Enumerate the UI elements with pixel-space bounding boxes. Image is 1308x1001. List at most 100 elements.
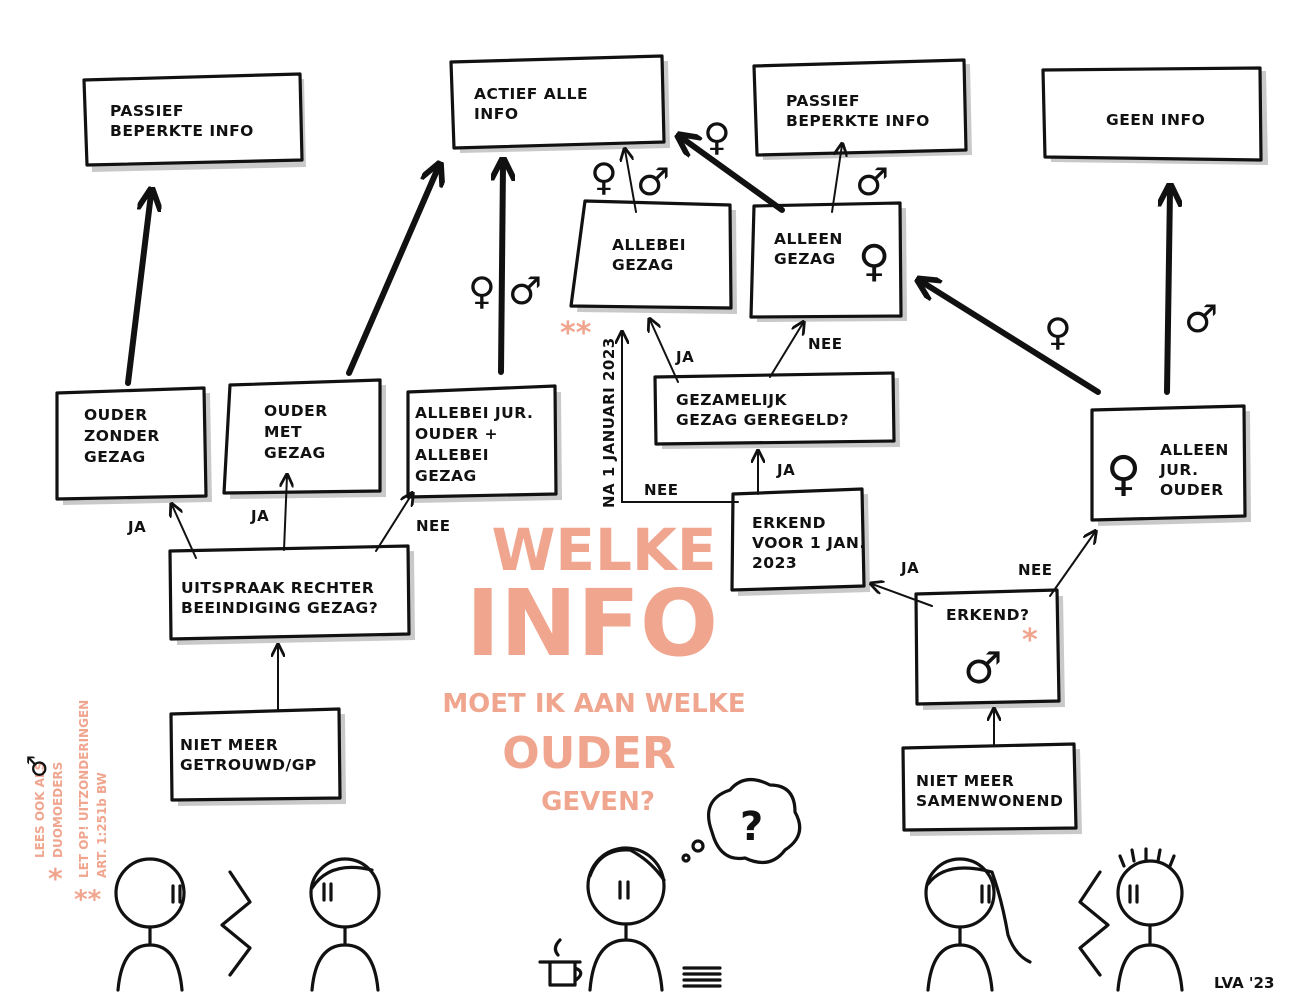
figure-left-woman: [309, 857, 381, 992]
figure-center-thinker: [538, 846, 722, 992]
box-gezamelijk-line2: GEZAG GEREGELD?: [676, 411, 849, 429]
footnote-asterisk-1: *: [48, 862, 63, 895]
male-icon: ♂: [508, 269, 542, 313]
title-line4: OUDER: [502, 728, 676, 779]
label-nee-erkend: NEE: [1018, 561, 1053, 579]
arrow-allebei-gezag-up: [625, 150, 637, 213]
box-ouder-met-line1: OUDER: [264, 402, 328, 420]
argue-zigzag-right: [1078, 870, 1110, 977]
signature: LVA '23: [1214, 974, 1274, 992]
label-nee-gezag: NEE: [808, 335, 843, 353]
arrow-alleen-gezag-up: [831, 145, 842, 213]
box-ouder-met-line2: MET: [264, 423, 302, 441]
box-niet-getrouwd-line1: NIET MEER: [180, 736, 278, 754]
box-niet-samenwonend: NIET MEER SAMENWONEND: [901, 742, 1082, 836]
arrow-uitspraak-ja-left: [172, 505, 197, 559]
single-asterisk: *: [1022, 623, 1038, 658]
argue-zigzag-left: [220, 870, 252, 977]
thin-arrows: [172, 145, 1095, 747]
male-icon: ♂: [636, 160, 670, 204]
label-nee-erkend-voor: NEE: [644, 481, 679, 499]
box-uitspraak-line2: BEEINDIGING GEZAG?: [181, 599, 378, 617]
double-asterisk: **: [560, 316, 592, 351]
female-icon: ♀: [1044, 310, 1072, 354]
male-icon: ♂: [855, 160, 889, 204]
figure-right-man: [1116, 847, 1184, 992]
box-ouder-zonder-line1: OUDER: [84, 406, 148, 424]
arrow-alleen-jur-to-alleen-gezag: [922, 282, 1101, 395]
box-alleen-jur-line1: ALLEEN: [1160, 441, 1229, 459]
footnote-2-line2: ART. 1:251b BW: [95, 772, 109, 878]
box-ouder-met-line3: GEZAG: [264, 444, 326, 462]
box-erkend-voor-line2: VOOR 1 JAN.: [752, 534, 866, 552]
title-line1: WELKE: [491, 516, 716, 584]
female-icon: ♀: [1106, 446, 1141, 502]
figure-left-man: [114, 857, 186, 992]
arrow-allebei-jur-to-actief: [501, 164, 503, 375]
box-gezamelijk-line1: GEZAMELIJK: [676, 391, 787, 409]
box-actief-line1: ACTIEF ALLE: [474, 85, 588, 103]
female-icon: ♀: [858, 236, 890, 287]
box-actief-line2: INFO: [474, 105, 519, 123]
label-date-vertical: NA 1 JANUARI 2023: [600, 337, 618, 508]
box-alleen-jur: ♀ ALLEEN JUR. OUDER: [1090, 404, 1251, 526]
box-allebei-gezag-line1: ALLEBEI: [612, 236, 686, 254]
label-ja-left: JA: [127, 518, 146, 536]
edge-labels: JA JA NEE JA NEE JA NEE JA NEE NA 1 JANU…: [127, 335, 1053, 579]
box-alleen-gezag-line1: ALLEEN: [774, 230, 843, 248]
box-niet-getrouwd: NIET MEER GETROUWD/GP: [169, 707, 346, 806]
question-mark-icon: ?: [740, 804, 763, 850]
box-ouder-zonder-line2: ZONDER: [84, 427, 160, 445]
box-alleen-gezag: ALLEEN GEZAG ♀: [749, 201, 907, 322]
box-geen-info-line1: GEEN INFO: [1106, 111, 1205, 129]
box-allebei-jur-line4: GEZAG: [415, 467, 477, 485]
gender-symbols: ♀ ♂ ♀ ♂ ♀ ♂ ♀ ♂: [468, 115, 1218, 354]
female-icon: ♀: [703, 115, 731, 159]
label-ja-erkend: JA: [900, 559, 919, 577]
box-allebei-gezag: ALLEBEI GEZAG: [569, 199, 737, 314]
label-nee-left: NEE: [416, 517, 451, 535]
label-ja-erkend-voor: JA: [776, 461, 795, 479]
arrow-alleen-gezag-to-actief: [682, 138, 785, 213]
box-niet-samenwonend-line2: SAMENWONEND: [916, 792, 1063, 810]
asterisks: ** *: [560, 316, 1038, 658]
box-ouder-zonder-line3: GEZAG: [84, 448, 146, 466]
box-passief-right: PASSIEF BEPERKTE INFO: [752, 58, 972, 160]
box-niet-getrouwd-line2: GETROUWD/GP: [180, 756, 317, 774]
box-allebei-jur-line3: ALLEBEI: [415, 446, 489, 464]
footnote-2-line1: LET OP! UITZONDERINGEN: [77, 700, 91, 878]
male-icon: ♂: [23, 755, 53, 778]
arrow-ouder-met-to-actief: [346, 168, 438, 376]
box-allebei-jur-line2: OUDER +: [415, 425, 498, 443]
arrow-erkend-voor-nee: [622, 333, 739, 503]
box-geen-info: GEEN INFO: [1041, 66, 1268, 165]
box-erkend-voor-line1: ERKEND: [752, 514, 826, 532]
box-passief-left-line1: PASSIEF: [110, 102, 184, 120]
box-alleen-jur-line3: OUDER: [1160, 481, 1224, 499]
arrow-erkend-ja: [872, 584, 933, 607]
arrow-erkend-nee: [1049, 532, 1095, 597]
box-erkend-voor: ERKEND VOOR 1 JAN. 2023: [730, 487, 870, 596]
box-ouder-met: OUDER MET GEZAG: [222, 378, 386, 499]
figure-right-woman: [924, 857, 1032, 992]
box-passief-right-line2: BEPERKTE INFO: [786, 112, 930, 130]
label-ja-gezag: JA: [675, 348, 694, 366]
box-passief-right-line1: PASSIEF: [786, 92, 860, 110]
footnote-1-line2: DUOMOEDERS: [51, 762, 65, 858]
box-allebei-jur: ALLEBEI JUR. OUDER + ALLEBEI GEZAG: [406, 384, 562, 503]
label-ja-mid: JA: [250, 507, 269, 525]
arrow-alleen-jur-to-geen-info: [1167, 190, 1170, 395]
arrow-gezamelijk-ja: [650, 320, 679, 383]
title-line5: GEVEN?: [541, 787, 655, 817]
box-allebei-gezag-line2: GEZAG: [612, 256, 674, 274]
arrow-gezamelijk-nee: [769, 323, 803, 378]
male-icon: ♂: [1184, 297, 1218, 341]
box-niet-samenwonend-line1: NIET MEER: [916, 772, 1014, 790]
box-alleen-jur-line2: JUR.: [1159, 461, 1198, 479]
box-actief: ACTIEF ALLE INFO: [449, 54, 670, 153]
footnote-asterisk-2: **: [74, 885, 102, 915]
center-title: WELKE INFO MOET IK AAN WELKE OUDER GEVEN…: [442, 516, 745, 817]
box-erkend-line1: ERKEND?: [946, 606, 1029, 624]
